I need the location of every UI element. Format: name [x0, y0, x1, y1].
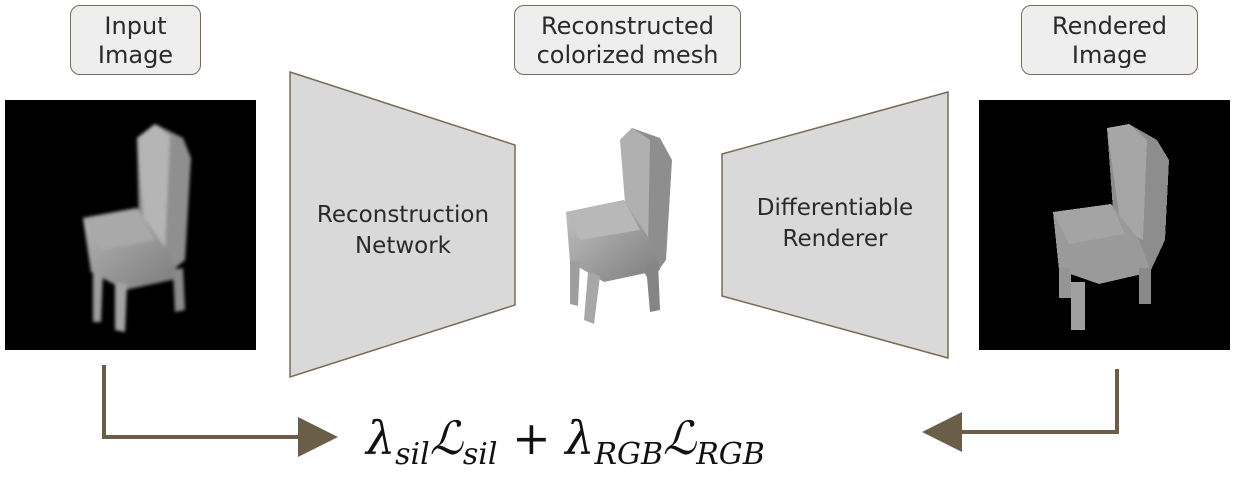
diagram-shapes: [102, 70, 1119, 457]
reconstruction-network-line2: Network: [354, 233, 452, 259]
reconstruction-network-line1: Reconstruction: [316, 202, 490, 228]
differentiable-renderer-line1: Differentiable: [756, 195, 914, 221]
rendered-image-label-line2: Image: [1071, 41, 1148, 69]
reconstruction-network-label: Reconstruction Network: [295, 200, 511, 262]
rendered-chair-illustration: [1053, 124, 1169, 330]
input-to-loss-arrow: [102, 365, 338, 457]
input-image-label-line2: Image: [97, 41, 174, 69]
rendered-to-loss-arrow: [922, 369, 1119, 452]
rendered-image-label-line1: Rendered: [1052, 12, 1167, 40]
rendered-image-label: Rendered Image: [1021, 5, 1198, 75]
loss-sil-symbol: ℒ: [429, 411, 463, 465]
reconstruction-network-shape: [289, 70, 516, 379]
reconstructed-mesh-label-line1: Reconstructed: [540, 12, 715, 40]
reconstructed-chair-mesh: [566, 128, 672, 324]
lambda-sil-subscript: sil: [395, 437, 430, 472]
loss-rgb-symbol: ℒ: [663, 411, 697, 465]
differentiable-renderer-label: Differentiable Renderer: [725, 193, 945, 255]
rendered-image: [979, 100, 1230, 350]
loss-rgb-subscript: RGB: [696, 437, 765, 472]
lambda-rgb-subscript: RGB: [594, 437, 664, 472]
lambda-sil-symbol: λ: [366, 411, 396, 465]
input-chair-illustration: [83, 124, 191, 332]
differentiable-renderer-shape: [721, 91, 949, 359]
reconstructed-mesh-label: Reconstructed colorized mesh: [514, 5, 741, 75]
input-image-label-line1: Input: [104, 12, 167, 40]
plus-sign: +: [512, 411, 551, 465]
lambda-rgb-symbol: λ: [565, 411, 595, 465]
input-image: [5, 100, 256, 350]
differentiable-renderer-line2: Renderer: [782, 226, 888, 252]
loss-sil-subscript: sil: [462, 437, 498, 472]
loss-formula: λsilℒsil + λRGBℒRGB: [366, 410, 765, 483]
reconstructed-mesh-label-line2: colorized mesh: [536, 41, 719, 69]
input-image-label: Input Image: [70, 5, 201, 75]
